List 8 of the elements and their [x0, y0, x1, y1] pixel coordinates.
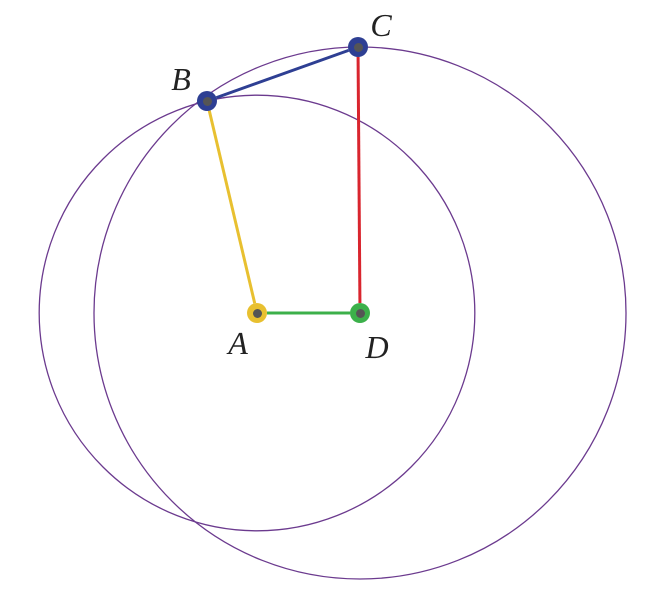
point-label: D: [364, 328, 390, 366]
line-segment: [267, 312, 350, 314]
line-segment: [356, 56, 362, 304]
line-segment: [208, 110, 256, 304]
point-label: A: [226, 324, 249, 362]
point-label: B: [170, 60, 192, 98]
point-label: C: [369, 6, 393, 44]
line-segment: [216, 48, 350, 100]
